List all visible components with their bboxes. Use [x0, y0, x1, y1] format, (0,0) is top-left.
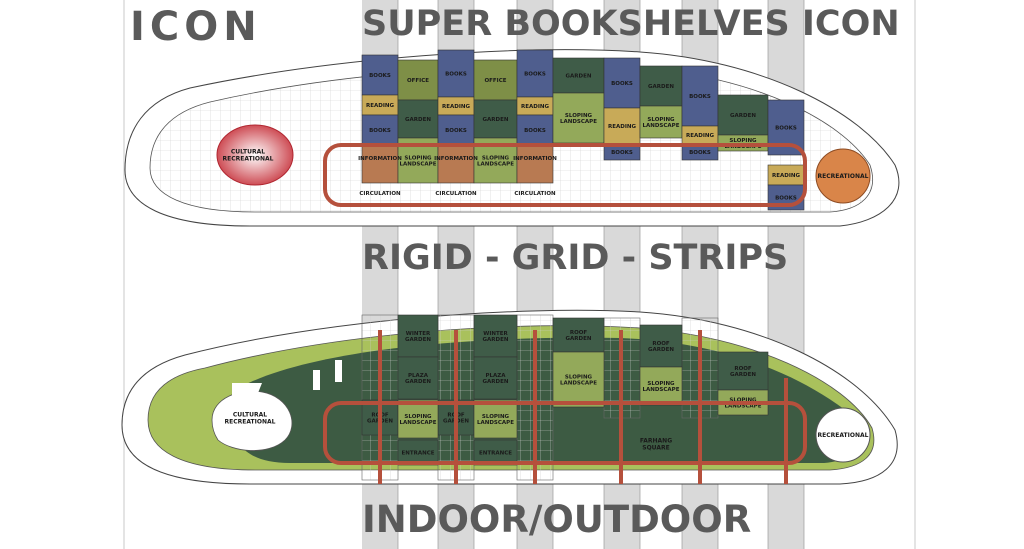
bottom-plaza-garden-1: [397, 356, 439, 400]
top-books-7-label: BOOKS: [611, 81, 633, 87]
top-sloping-3: [552, 92, 605, 144]
bottom-roof-garden-3: [552, 317, 605, 353]
top-books-5-label: BOOKS: [524, 71, 546, 77]
top-books-6-label: BOOKS: [524, 128, 546, 134]
top-office-1: [397, 59, 439, 101]
top-circulation-label-1: CIRCULATION: [359, 191, 401, 197]
top-garden-4-label: GARDEN: [648, 84, 674, 90]
top-sloping-4: [639, 105, 683, 139]
top-information-1: [361, 144, 399, 184]
bottom-recreational-label: RECREATIONAL: [818, 432, 869, 439]
bottom-roof-garden-4: [639, 324, 683, 368]
top-information-2: [437, 144, 475, 184]
top-garden-1-label: GARDEN: [405, 117, 431, 123]
top-office-2-label: OFFICE: [484, 78, 506, 84]
bottom-sloping-1: [397, 399, 439, 439]
top-reading-4-label: READING: [608, 124, 636, 130]
top-garden-3: [552, 57, 605, 94]
bottom-entrance-2: [473, 439, 518, 466]
bottom-indoor-outdoor-band: [323, 401, 807, 465]
top-books-1-label: BOOKS: [369, 73, 391, 79]
top-books-8-label: BOOKS: [611, 150, 633, 156]
top-circulation-band: [323, 143, 807, 207]
top-books-10-label: BOOKS: [689, 150, 711, 156]
top-reading-3-label: READING: [521, 104, 549, 110]
top-books-9-label: BOOKS: [689, 94, 711, 100]
bottom-plaza-garden-2: [473, 356, 518, 400]
top-garden-2: [473, 99, 518, 139]
bottom-recreational-circle: [815, 407, 871, 463]
top-information-label-2: INFORMATION: [434, 156, 478, 162]
top-office-2: [473, 59, 518, 101]
top-circulation-label-2: CIRCULATION: [435, 191, 477, 197]
bottom-sloping-3: [552, 351, 605, 408]
top-information-3: [516, 144, 554, 184]
title-indoor-outdoor: INDOOR/OUTDOOR: [362, 498, 752, 541]
bottom-entrance-2-label: ENTRANCE: [479, 450, 512, 456]
top-recreational-circle: [815, 148, 871, 204]
bottom-winter-garden-2: [473, 314, 518, 358]
top-garden-1: [397, 99, 439, 139]
bottom-sloping-4: [639, 366, 683, 406]
title-icon: ICON: [130, 4, 262, 50]
top-garden-2-label: GARDEN: [483, 117, 509, 123]
top-books-4-label: BOOKS: [445, 128, 467, 134]
top-reading-2-label: READING: [442, 104, 470, 110]
top-books-2-label: BOOKS: [369, 128, 391, 134]
top-reading-6-label: READING: [772, 173, 800, 179]
bottom-roof-garden-5: [717, 351, 769, 391]
top-recreational-label: RECREATIONAL: [818, 173, 869, 180]
top-information-label-1: INFORMATION: [358, 156, 402, 162]
bottom-opening-2: [335, 360, 342, 382]
top-cultural-recreational-blob: [216, 124, 294, 186]
top-circulation-label-3: CIRCULATION: [514, 191, 556, 197]
top-garden-5-label: GARDEN: [730, 113, 756, 119]
bottom-sloping-2: [473, 399, 518, 439]
top-books-12-label: BOOKS: [775, 195, 797, 201]
top-garden-5: [717, 94, 769, 136]
top-information-label-3: INFORMATION: [513, 156, 557, 162]
top-books-3: [437, 49, 475, 98]
top-garden-3-label: GARDEN: [566, 73, 592, 79]
top-books-6: [516, 114, 554, 146]
top-office-1-label: OFFICE: [407, 78, 429, 84]
bottom-entrance-1-label: ENTRANCE: [402, 450, 435, 456]
top-books-4: [437, 114, 475, 146]
top-reading-1-label: READING: [366, 103, 394, 109]
top-books-11-label: BOOKS: [775, 125, 797, 131]
top-garden-4: [639, 65, 683, 107]
title-super-bookshelves: SUPER BOOKSHELVES ICON: [362, 4, 900, 44]
top-reading-5-label: READING: [686, 133, 714, 139]
bottom-plaza-notch: [232, 383, 262, 398]
title-rigid-grid-strips: RIGID - GRID - STRIPS: [362, 238, 789, 278]
bottom-entrance-1: [397, 439, 439, 466]
top-books-7: [603, 57, 641, 109]
top-books-3-label: BOOKS: [445, 71, 467, 77]
top-books-2: [361, 114, 399, 146]
bottom-opening-1: [313, 370, 320, 390]
